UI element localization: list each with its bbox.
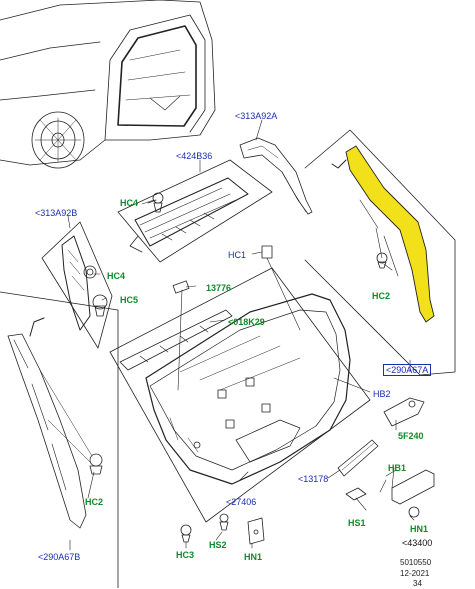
callout-5F240: 5F240 (398, 431, 424, 441)
callout-hc2-right: HC2 (372, 291, 391, 301)
trim-group-424B36 (117, 159, 273, 263)
bottom-fasteners (180, 513, 265, 545)
callout-hs1: HS1 (348, 518, 366, 528)
callout-hn1-bottom: HN1 (244, 552, 263, 562)
figure-page: 34 (413, 579, 422, 588)
side-trim-290A67A (304, 129, 456, 376)
callout-313A92B: <313A92B (35, 208, 78, 218)
callout-hc2-left: HC2 (85, 497, 104, 507)
handle-13178 (337, 439, 379, 477)
callout-27406: <27406 (226, 497, 257, 507)
callout-290A67B: <290A67B (38, 552, 81, 562)
callout-313A92A: <313A92A (235, 111, 278, 121)
callout-hn1-right: HN1 (410, 524, 429, 534)
side-trim-290A67B (0, 291, 119, 588)
callout-hb1: HB1 (388, 463, 407, 473)
latch-5F240 (383, 397, 425, 427)
trim-group-313A92B (41, 221, 113, 349)
leader-lines (67, 119, 415, 551)
callout-290A67A: <290A67A (383, 364, 432, 376)
figure-code: 5010550 (400, 558, 432, 567)
callout-13178: <13178 (298, 474, 329, 484)
callout-424B36: <424B36 (176, 151, 213, 161)
callout-43400: <43400 (402, 538, 433, 548)
callout-hs2: HS2 (209, 540, 227, 550)
vehicle-illustration (0, 0, 216, 169)
callout-hc1: HC1 (228, 250, 247, 260)
tailgate-panel-27406 (109, 245, 371, 523)
bracket-43400 (345, 469, 435, 518)
callout-hb2: HB2 (373, 389, 391, 399)
pillar-trim-313A92A (239, 137, 313, 215)
callout-018K29: <018K29 (228, 317, 265, 327)
callout-hc4-left: HC4 (107, 271, 126, 281)
callout-13776: 13776 (206, 283, 232, 293)
callout-hc5: HC5 (120, 295, 139, 305)
callout-hc4-top: HC4 (120, 198, 139, 208)
figure-date: 12-2021 (400, 569, 430, 578)
callout-hc3: HC3 (176, 550, 195, 560)
